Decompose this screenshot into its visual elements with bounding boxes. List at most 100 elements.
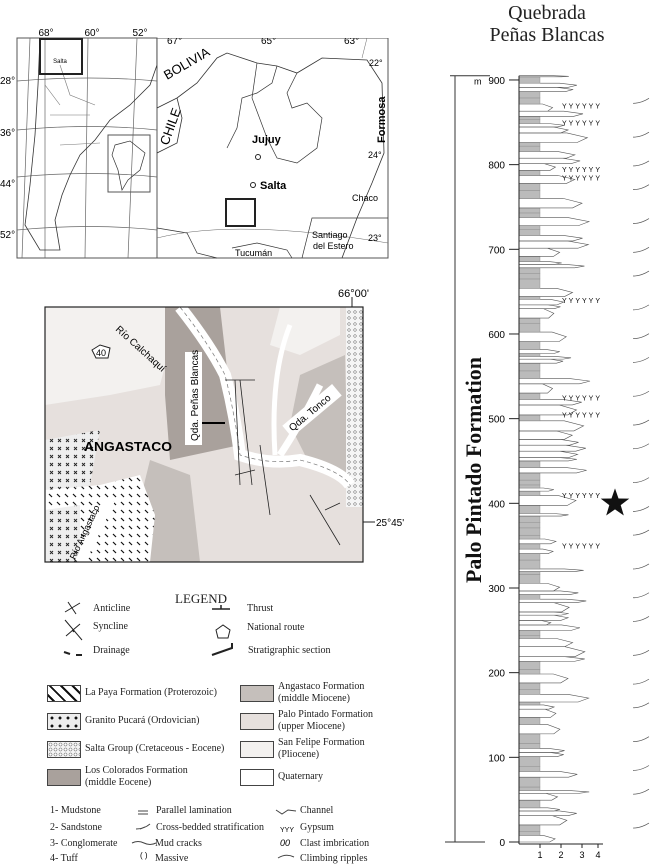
mudstone-bed xyxy=(518,479,541,486)
sandstone-bed xyxy=(519,430,574,440)
sedimentary-structure-icon xyxy=(632,678,650,685)
legend-swatch xyxy=(47,769,81,786)
sedimentary-structure-icon xyxy=(632,97,650,104)
province-label: Salta xyxy=(260,180,287,192)
gypsum-icon: YYYYYY xyxy=(562,395,602,402)
inset-label: Salta xyxy=(53,59,67,65)
lat-label: 36° xyxy=(0,128,15,139)
sandstone-bed xyxy=(519,752,564,758)
legend-swatch xyxy=(240,741,274,758)
lithology-label: 2- Sandstone xyxy=(50,822,102,833)
sedimentary-structure-icon xyxy=(632,390,650,397)
sedimentary-structure-icon xyxy=(632,616,650,622)
gypsum-icon: YYYYYY xyxy=(562,120,602,127)
sandstone-bed xyxy=(519,75,569,78)
sandstone-bed xyxy=(519,590,579,595)
clast-imbrication-icon: 00 xyxy=(280,838,290,848)
province-label: Tucumán xyxy=(235,248,272,258)
sedimentary-structure-icon xyxy=(632,419,650,426)
sandstone-bed xyxy=(519,349,560,354)
mudstone-bed xyxy=(518,766,541,772)
sandstone-bed xyxy=(519,198,583,209)
mudstone-bed xyxy=(518,278,541,289)
mudstone-bed xyxy=(518,571,541,575)
sandstone-bed xyxy=(519,399,582,406)
sandstone-bed xyxy=(519,771,578,778)
latitude-label: 25°45' xyxy=(376,518,404,529)
x-tick-label: 2 xyxy=(558,850,563,860)
unit-age: (Pliocene) xyxy=(278,749,320,760)
structure-label: Mud cracks xyxy=(155,838,202,849)
mudstone-bed xyxy=(518,559,541,570)
sandstone-bed xyxy=(519,288,574,297)
lon-label: 67° xyxy=(167,38,182,47)
mudstone-bed xyxy=(518,190,541,199)
mudstone-bed xyxy=(518,682,541,690)
salta-region-map: 67° 65° 63° 22° 24° 23° BOLIVIA CHILE Ju… xyxy=(157,38,389,259)
sandstone-bed xyxy=(519,383,554,394)
mudstone-bed xyxy=(518,689,541,695)
mudstone-bed xyxy=(518,733,541,744)
unit-age: (middle Miocene) xyxy=(278,693,350,704)
lon-label: 68° xyxy=(38,28,53,39)
sandstone-bed xyxy=(519,103,554,112)
sandstone-bed xyxy=(519,487,554,492)
sandstone-bed xyxy=(519,450,579,458)
gypsum-icon: YYYYYY xyxy=(562,544,602,551)
sandstone-bed xyxy=(519,439,579,446)
sedimentary-structure-icon xyxy=(632,822,650,829)
lithology-label: 3- Conglomerate xyxy=(50,838,118,849)
y-tick-label: 700 xyxy=(488,245,505,256)
mudstone-bed xyxy=(518,594,541,600)
mudstone-bed xyxy=(518,296,541,300)
sandstone-bed xyxy=(519,704,556,710)
legend-unit-label: Angastaco Formation(middle Miocene) xyxy=(278,681,364,705)
legend-unit-label: San Felipe Formation(Pliocene) xyxy=(278,737,365,761)
column-title-line: Peñas Blancas xyxy=(489,24,605,46)
sandstone-bed xyxy=(519,217,591,226)
mudstone-bed xyxy=(518,824,541,832)
lat-label: 44° xyxy=(0,179,15,190)
mudstone-bed xyxy=(518,574,541,584)
stratigraphic-section-icon xyxy=(211,643,233,656)
sedimentary-structure-icon xyxy=(632,443,650,450)
sandstone-bed xyxy=(519,247,561,257)
structure-icons: ( ) YYY 00 xyxy=(131,809,297,860)
mudstone-bed xyxy=(518,116,541,120)
sandstone-bed xyxy=(519,568,584,572)
sandstone-bed xyxy=(519,548,554,555)
sandstone-bed xyxy=(519,175,576,184)
gypsum-icon: YYY xyxy=(280,827,294,834)
y-tick-label: 500 xyxy=(488,415,505,426)
x-tick-label: 4 xyxy=(595,850,600,860)
sandstone-bed xyxy=(519,513,569,517)
mudstone-bed xyxy=(518,527,541,536)
lat-label: 28° xyxy=(0,76,15,87)
mudstone-bed xyxy=(518,207,541,214)
sedimentary-structure-icon xyxy=(632,247,650,253)
mudstone-bed xyxy=(518,543,541,550)
sedimentary-structure-icon xyxy=(632,218,650,224)
mudstone-bed xyxy=(518,142,541,147)
lat-label: 24° xyxy=(368,150,382,160)
sandstone-bed xyxy=(519,157,581,164)
lon-label: 60° xyxy=(84,28,99,39)
mudstone-bed xyxy=(518,225,541,230)
drainage-icon xyxy=(63,651,82,656)
province-label: Chaco xyxy=(352,193,378,203)
sandstone-bed xyxy=(519,538,557,545)
legend-swatch xyxy=(47,713,81,730)
gypsum-icon: YYYYYY xyxy=(562,493,602,500)
sandstone-bed xyxy=(519,624,581,631)
sandstone-bed xyxy=(519,132,589,143)
sandstone-bed xyxy=(519,611,569,616)
geologic-map: 40 66°00' 25°45' ANGASTACO Río Calchaquí… xyxy=(44,288,404,565)
legend-swatch xyxy=(240,713,274,730)
sandstone-bed xyxy=(519,598,587,604)
lon-label: 52° xyxy=(132,28,147,39)
unit-age: (upper Miocene) xyxy=(278,721,345,732)
sandstone-bed xyxy=(519,110,584,117)
structure-label: Gypsum xyxy=(300,822,334,833)
legend-stratigraphic-section: Stratigraphic section xyxy=(248,645,331,656)
legend-title: LEGEND xyxy=(175,591,227,606)
